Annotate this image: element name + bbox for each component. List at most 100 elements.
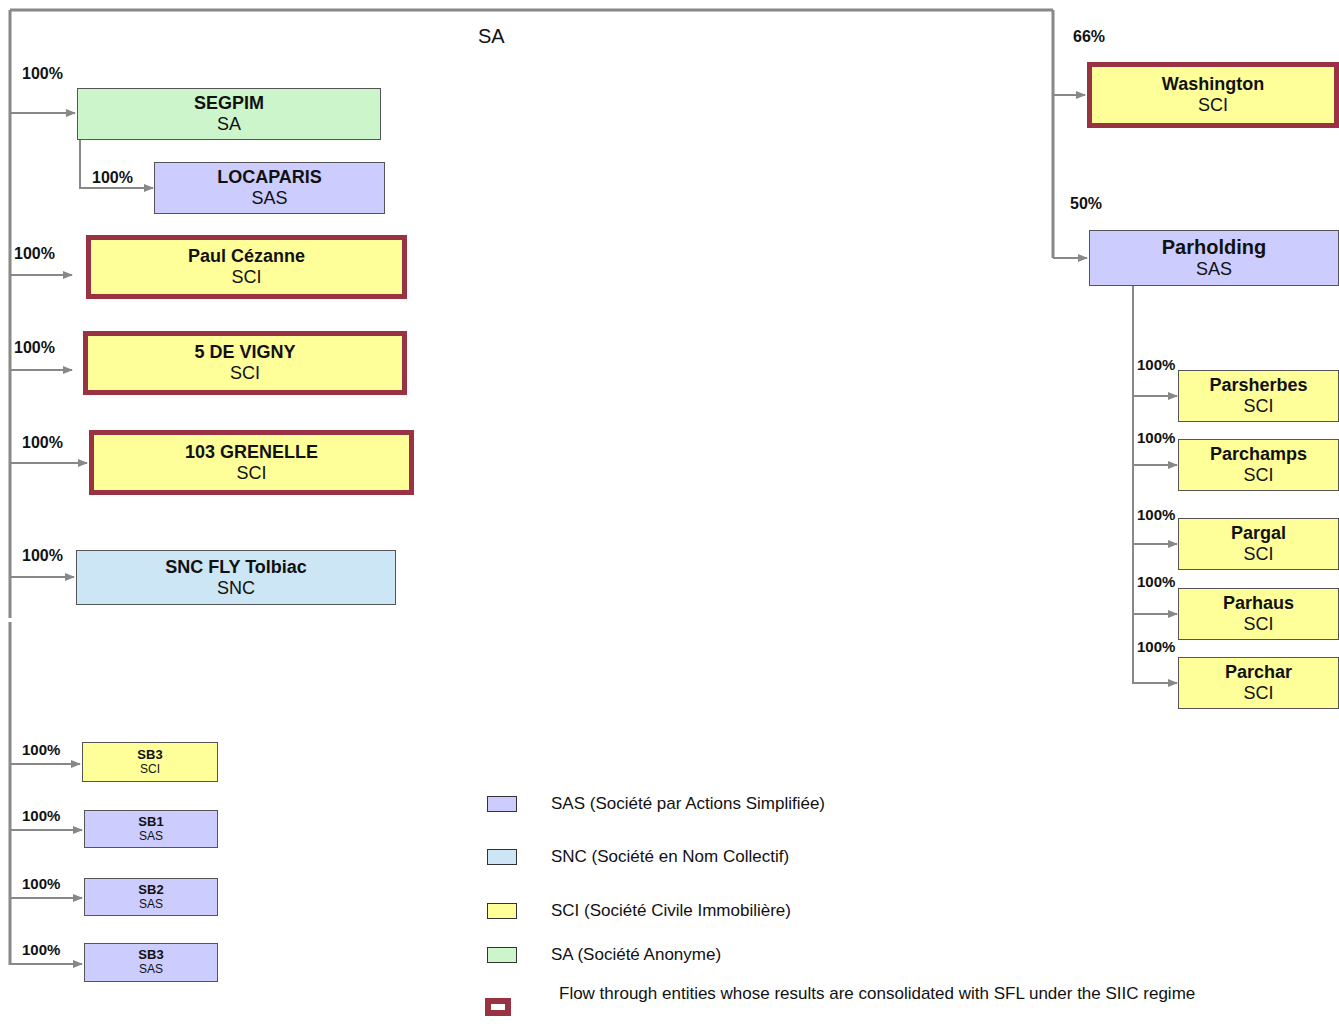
ownership-percent: 100%: [1137, 356, 1175, 374]
ownership-percent: 100%: [22, 875, 60, 893]
entity-name: SB3: [137, 748, 162, 763]
entity-text: ParsherbesSCI: [1209, 375, 1307, 416]
ownership-connector: [1133, 286, 1177, 683]
entity-box: ParholdingSAS: [1089, 230, 1339, 286]
entity-name: Parhaus: [1223, 593, 1294, 614]
ownership-connector: [1133, 286, 1177, 396]
ownership-percent: 100%: [14, 244, 55, 263]
ownership-percent: 66%: [1073, 27, 1105, 46]
ownership-percent: 100%: [22, 546, 63, 565]
entity-type: SCI: [185, 463, 318, 484]
ownership-percent: 100%: [1137, 429, 1175, 447]
entity-box: SB2SAS: [84, 878, 218, 916]
entity-name: Parsherbes: [1209, 375, 1307, 396]
entity-text: ParchampsSCI: [1210, 444, 1307, 485]
ownership-percent: 100%: [22, 433, 63, 452]
entity-name: 5 DE VIGNY: [194, 342, 295, 363]
legend-swatch: [487, 796, 517, 812]
entity-type: SA: [194, 114, 264, 135]
right-trunk: [1052, 10, 1055, 258]
entity-box: PargalSCI: [1178, 518, 1339, 570]
entity-type: SAS: [1162, 259, 1266, 280]
ownership-arrow: [10, 112, 75, 114]
entity-type: SCI: [194, 363, 295, 384]
entity-name: Parchamps: [1210, 444, 1307, 465]
entity-name: SNC FLY Tolbiac: [165, 557, 307, 578]
entity-type: SAS: [138, 830, 163, 844]
entity-type: SCI: [1210, 465, 1307, 486]
entity-type: SCI: [1209, 396, 1307, 417]
legend-text: Flow through entities whose results are …: [559, 984, 1259, 1004]
entity-box: SB1SAS: [84, 810, 218, 848]
entity-text: ParcharSCI: [1225, 662, 1292, 703]
entity-name: LOCAPARIS: [217, 167, 322, 188]
ownership-connector: [1133, 286, 1177, 544]
entity-text: 5 DE VIGNYSCI: [194, 342, 295, 383]
entity-text: WashingtonSCI: [1162, 74, 1264, 115]
entity-text: ParholdingSAS: [1162, 236, 1266, 280]
parent-type-label: SA: [478, 24, 505, 48]
ownership-arrow: [10, 369, 72, 371]
ownership-percent: 100%: [22, 807, 60, 825]
entity-name: SB1: [138, 815, 163, 830]
entity-box: Paul CézanneSCI: [86, 235, 407, 299]
wire-group: [10, 10, 1053, 965]
siic-sample-inner: [491, 1004, 505, 1010]
legend-text: SCI (Société Civile Immobilière): [551, 901, 1151, 921]
ownership-percent: 100%: [1137, 573, 1175, 591]
entity-name: Parchar: [1225, 662, 1292, 683]
entity-type: SCI: [1223, 614, 1294, 635]
entity-box: ParsherbesSCI: [1178, 370, 1339, 422]
ownership-arrow: [1053, 257, 1087, 259]
ownership-percent: 100%: [22, 741, 60, 759]
entity-box: 103 GRENELLESCI: [89, 430, 414, 495]
entity-type: SAS: [138, 898, 163, 912]
entity-text: PargalSCI: [1231, 523, 1286, 564]
ownership-percent: 100%: [1137, 638, 1175, 656]
entity-box: ParcharSCI: [1178, 657, 1339, 709]
entity-text: SB3SCI: [137, 748, 162, 777]
legend-text: SAS (Société par Actions Simplifiée): [551, 794, 1151, 814]
entity-text: Paul CézanneSCI: [188, 246, 305, 287]
legend-sample: [485, 998, 511, 1016]
ownership-arrow: [10, 763, 80, 765]
top-bar: [10, 9, 1053, 12]
entity-box: ParhausSCI: [1178, 588, 1339, 640]
ownership-arrow: [10, 829, 82, 831]
entity-name: SB2: [138, 883, 163, 898]
left-trunk: [9, 622, 12, 965]
entity-text: LOCAPARISSAS: [217, 167, 322, 208]
legend-swatch: [487, 947, 517, 963]
entity-text: SB1SAS: [138, 815, 163, 844]
entity-text: 103 GRENELLESCI: [185, 442, 318, 483]
legend-text: SA (Société Anonyme): [551, 945, 1151, 965]
entity-text: SB3SAS: [138, 948, 163, 977]
siic-sample-outline: [485, 998, 511, 1016]
ownership-arrow: [10, 274, 72, 276]
entity-text: SB2SAS: [138, 883, 163, 912]
ownership-percent: 50%: [1070, 194, 1102, 213]
ownership-percent: 100%: [22, 941, 60, 959]
entity-type: SCI: [188, 267, 305, 288]
entity-box: 5 DE VIGNYSCI: [83, 331, 407, 395]
entity-type: SCI: [1162, 95, 1264, 116]
entity-box: WashingtonSCI: [1087, 62, 1339, 128]
ownership-percent: 100%: [1137, 506, 1175, 524]
entity-text: ParhausSCI: [1223, 593, 1294, 634]
entity-box: ParchampsSCI: [1178, 439, 1339, 491]
ownership-percent: 100%: [22, 64, 63, 83]
entity-type: SAS: [138, 963, 163, 977]
ownership-arrow: [10, 576, 74, 578]
entity-name: SEGPIM: [194, 93, 264, 114]
entity-text: SEGPIMSA: [194, 93, 264, 134]
ownership-connector: [1133, 286, 1177, 614]
ownership-arrow: [10, 897, 82, 899]
legend-text: SNC (Société en Nom Collectif): [551, 847, 1151, 867]
entity-name: SB3: [138, 948, 163, 963]
entity-name: Washington: [1162, 74, 1264, 95]
entity-type: SCI: [1225, 683, 1292, 704]
arrow-group: [10, 95, 1087, 964]
ownership-percent: 100%: [92, 168, 133, 187]
entity-text: SNC FLY TolbiacSNC: [165, 557, 307, 598]
